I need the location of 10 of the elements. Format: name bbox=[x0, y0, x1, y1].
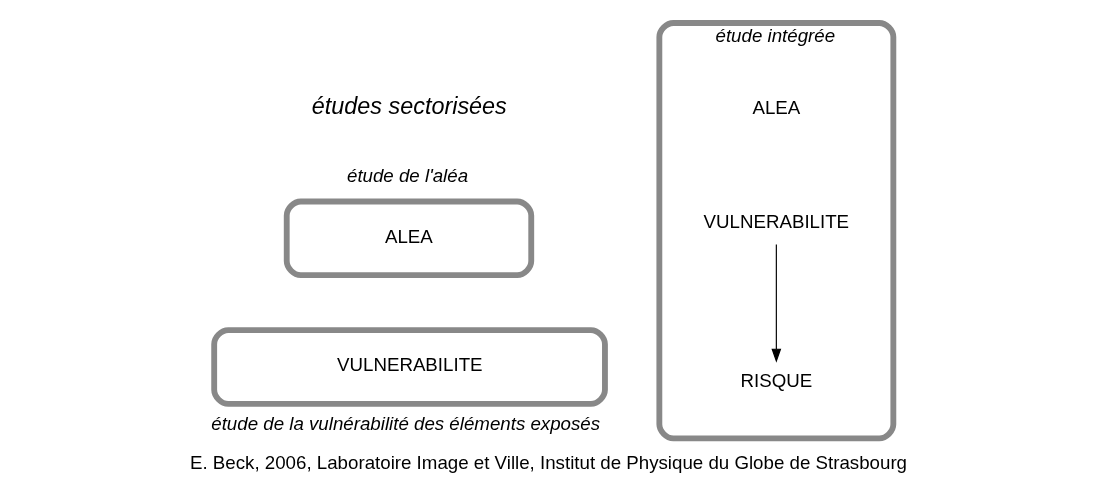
node-box: VULNERABILITE bbox=[211, 326, 608, 407]
node-text: ALEA bbox=[752, 96, 801, 118]
node-label: étude de la vulnérabilité des éléments exposés bbox=[211, 412, 601, 434]
label: études sectorisées bbox=[311, 92, 507, 119]
node-label: étude de l'aléa bbox=[346, 164, 469, 186]
node-text: RISQUE bbox=[740, 369, 813, 391]
arrow bbox=[771, 243, 782, 363]
node-text: VULNERABILITE bbox=[703, 210, 850, 232]
node-box: ALEA bbox=[283, 198, 535, 278]
caption: E. Beck, 2006, Laboratoire Image et Ville, Institut de Physique du Globe de Strasbourg bbox=[189, 451, 908, 473]
